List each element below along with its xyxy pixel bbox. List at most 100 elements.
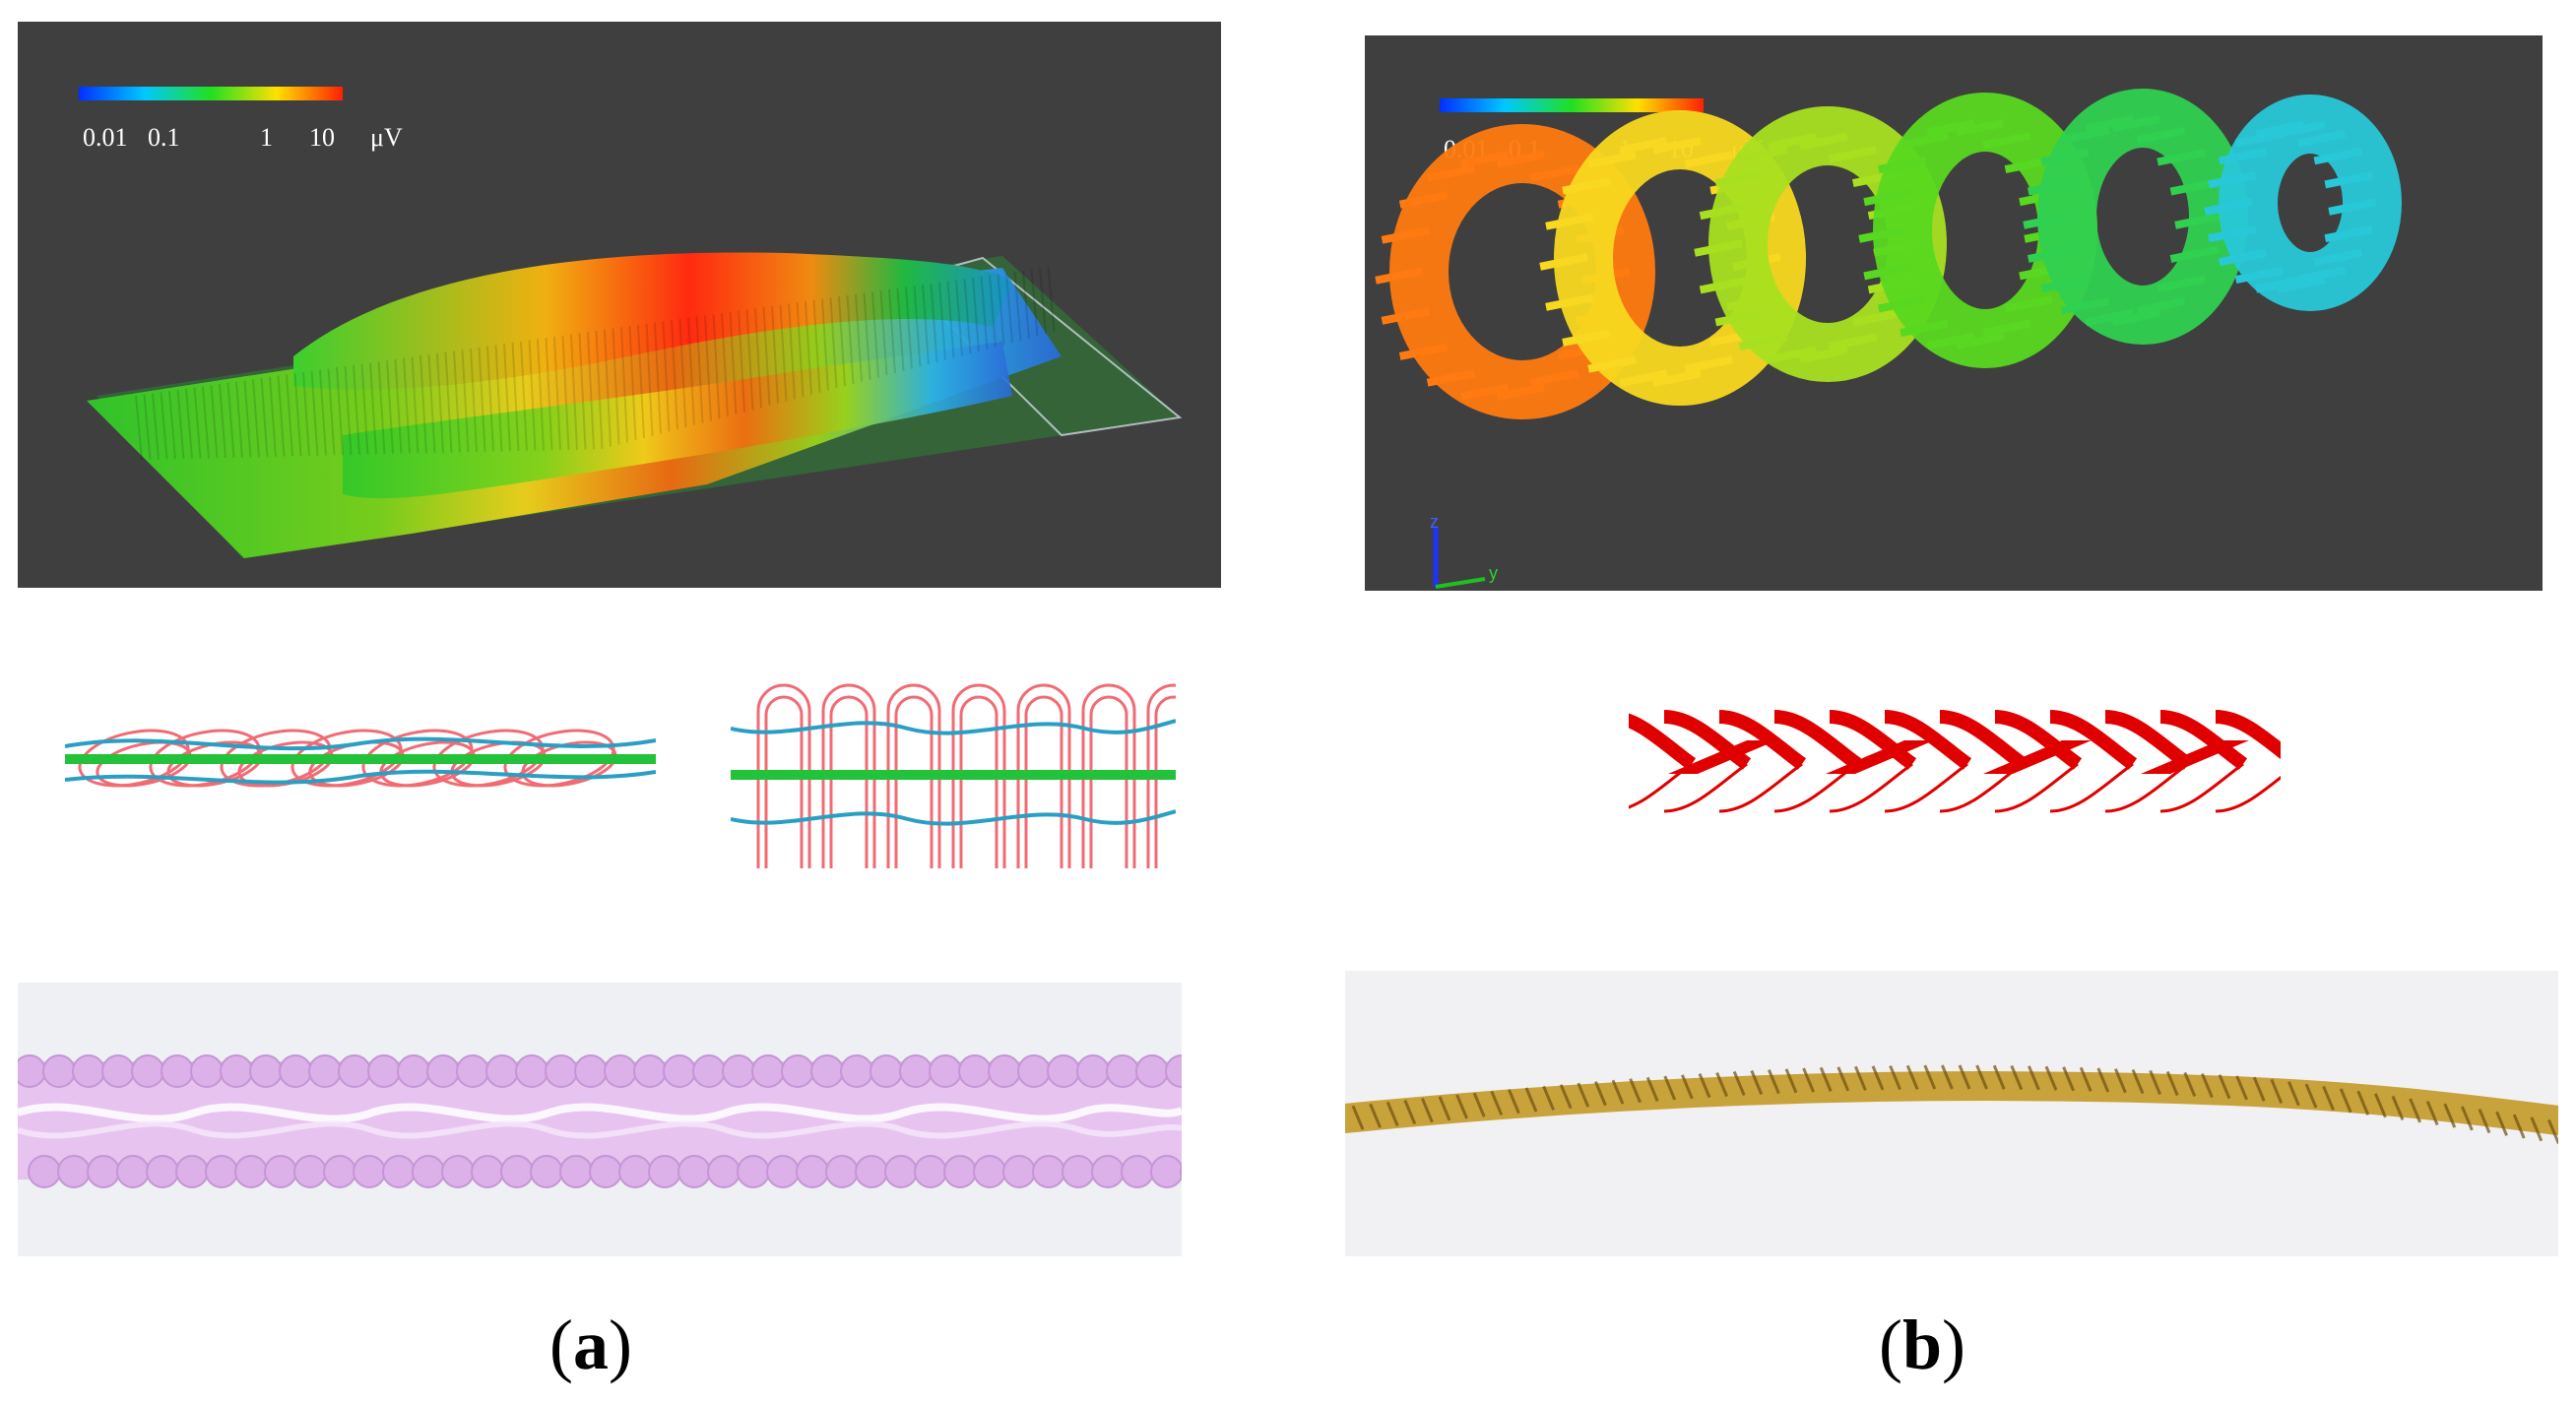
caption-a: (a) xyxy=(549,1309,632,1380)
field-arrow xyxy=(2157,275,2206,292)
caption-paren: ) xyxy=(608,1306,632,1384)
field-arrow xyxy=(2157,149,2206,166)
field-arrow xyxy=(2277,120,2326,138)
field-arrow xyxy=(1982,132,2031,150)
helix-loop xyxy=(2037,89,2248,345)
field-arrow xyxy=(1768,346,1817,364)
field-arrow xyxy=(1398,343,1449,360)
field-arrow xyxy=(2040,275,2090,292)
field-arrow xyxy=(1496,383,1545,401)
field-arrow xyxy=(2111,114,2161,133)
field-arrow xyxy=(1619,137,1668,155)
helix-loops xyxy=(1375,89,2402,419)
field-arrow xyxy=(1858,225,1907,243)
field-arrow xyxy=(2027,245,2077,263)
field-arrow xyxy=(1828,333,1878,350)
colorbar xyxy=(79,87,343,100)
colorbar xyxy=(1440,98,1704,112)
axis-label-y: y xyxy=(1489,563,1498,583)
colorbar-tick: 0.1 xyxy=(148,123,180,152)
field-arrow xyxy=(2208,224,2257,243)
field-arrow xyxy=(2328,198,2377,216)
field-arrow xyxy=(1900,319,1949,337)
field-texture xyxy=(135,267,1056,461)
field-arrow xyxy=(1738,146,1788,163)
field-arrow xyxy=(2136,126,2186,145)
field-arrow xyxy=(1562,177,1611,195)
field-arrow xyxy=(1877,156,1927,174)
panel-a-schematic-open xyxy=(731,671,1176,882)
panel-a-schematic-compact xyxy=(65,689,656,827)
field-arrow xyxy=(1545,293,1594,311)
caption-letter: a xyxy=(572,1306,609,1384)
field-arrow xyxy=(1863,188,1912,207)
field-arrow xyxy=(2296,266,2347,284)
field-arrow xyxy=(1714,308,1764,327)
field-arrow xyxy=(2174,212,2223,229)
field-arrow xyxy=(1738,333,1788,350)
field-arrow xyxy=(1982,319,2031,337)
field-arrow xyxy=(1828,146,1878,163)
colorbar-unit: μV xyxy=(370,123,403,152)
field-arrow xyxy=(1799,346,1848,364)
field-arrow xyxy=(1460,383,1510,401)
field-arrow xyxy=(2234,266,2285,284)
field-arrow xyxy=(1926,332,1976,350)
field-arrow xyxy=(2040,149,2090,166)
caption-paren: ( xyxy=(549,1306,573,1384)
field-arrow xyxy=(2277,276,2326,293)
field-arrow xyxy=(1426,164,1476,182)
field-arrow xyxy=(2060,126,2110,145)
field-arrow xyxy=(1900,132,1949,150)
field-arrow xyxy=(2255,120,2304,138)
caption-paren: ) xyxy=(1942,1306,1966,1384)
colorbar-tick: 1 xyxy=(260,123,273,152)
field-arrow xyxy=(2023,212,2072,229)
field-arrow xyxy=(2136,296,2186,315)
caption-letter: b xyxy=(1901,1306,1943,1384)
panel-b-photo xyxy=(1345,971,2558,1256)
field-arrow xyxy=(1529,369,1579,387)
field-arrow xyxy=(2169,178,2220,196)
panel-b-simulation: 0.01 0.1 1 10 μV z y xyxy=(1365,35,2543,591)
field-arrow xyxy=(2219,147,2268,165)
field-arrow xyxy=(2234,130,2285,148)
field-arrow xyxy=(2324,224,2373,243)
field-arrow xyxy=(2004,294,2054,313)
field-arrow xyxy=(1863,262,1912,281)
panel-a-simulation: 0.01 0.1 1 10 μV xyxy=(18,22,1221,588)
field-arrow xyxy=(1539,253,1588,271)
field-arrow xyxy=(1381,307,1431,325)
field-arrow xyxy=(1694,239,1743,257)
field-arrow xyxy=(1714,169,1764,188)
field-arrow xyxy=(1799,132,1848,151)
field-arrow xyxy=(1562,329,1611,347)
field-arrow xyxy=(1699,276,1749,294)
field-arrow xyxy=(2208,170,2257,189)
field-arrow xyxy=(2111,308,2161,327)
field-arrow xyxy=(1768,132,1817,151)
field-arrow xyxy=(2313,248,2362,267)
field-arrow xyxy=(1587,355,1637,373)
field-arrow xyxy=(1926,118,1976,137)
field-arrow xyxy=(1877,294,1927,313)
field-arrow xyxy=(2060,296,2110,315)
colorbar-tick: 0.01 xyxy=(83,123,128,152)
colorbar-tick: 10 xyxy=(309,123,335,152)
field-arrow xyxy=(1652,137,1702,155)
axis-label-z: z xyxy=(1430,512,1439,532)
field-arrow xyxy=(1684,151,1733,168)
field-arrow xyxy=(2085,114,2135,133)
field-upper xyxy=(293,252,1012,390)
field-arrow xyxy=(1545,213,1594,230)
field-ridge xyxy=(343,342,1012,499)
field-arrow xyxy=(2313,147,2362,165)
field-arrow xyxy=(2204,198,2253,216)
field-arrow xyxy=(2296,130,2347,148)
field-arrow xyxy=(1587,151,1637,168)
field-arrow xyxy=(2255,276,2304,293)
caption-paren: ( xyxy=(1879,1306,1902,1384)
field-arrow xyxy=(1619,369,1668,387)
caption-b: (b) xyxy=(1879,1309,1965,1380)
field-arrow xyxy=(1375,267,1424,285)
